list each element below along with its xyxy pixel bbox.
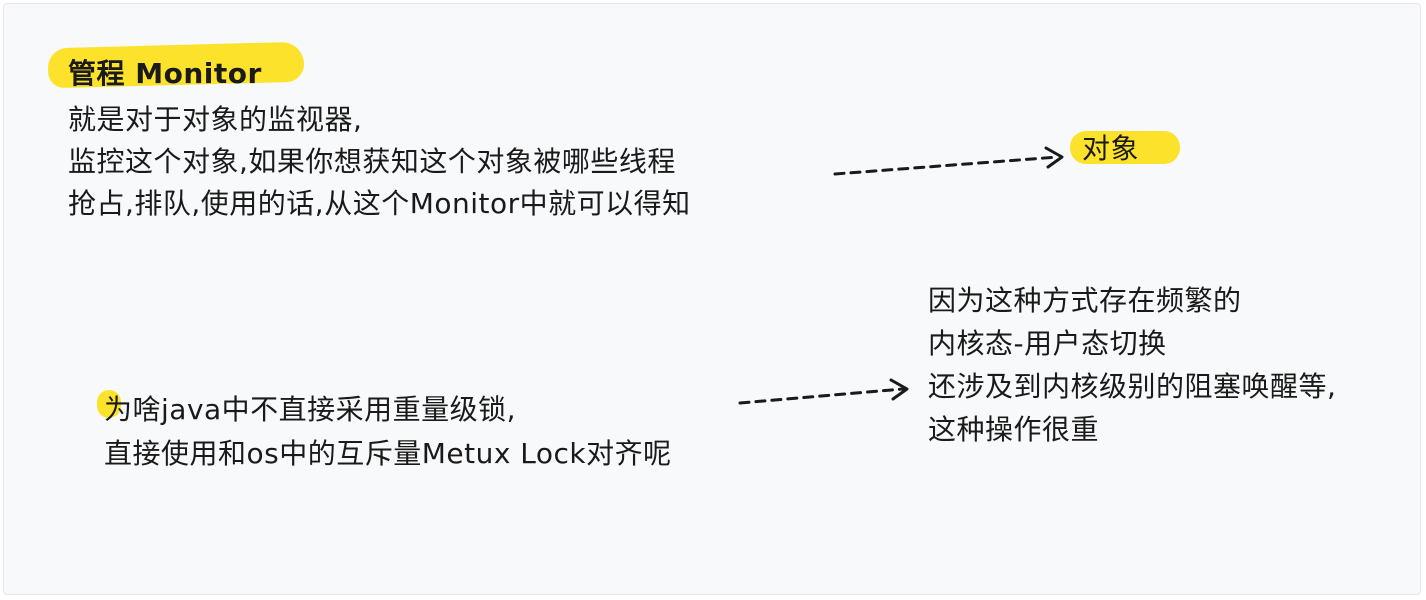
question-line-2: 直接使用和os中的互斥量Metux Lock对齐呢 bbox=[104, 437, 672, 470]
whiteboard-canvas bbox=[3, 3, 1421, 595]
monitor-desc-line-3: 抢占,排队,使用的话,从这个Monitor中就可以得知 bbox=[68, 187, 691, 220]
monitor-desc-line-2: 监控这个对象,如果你想获知这个对象被哪些线程 bbox=[68, 145, 676, 178]
answer-line-1: 因为这种方式存在频繁的 bbox=[928, 284, 1242, 317]
answer-line-2: 内核态-用户态切换 bbox=[928, 327, 1167, 360]
target-highlight bbox=[1070, 131, 1180, 164]
question-line-1: 为啥java中不直接采用重量级锁, bbox=[104, 393, 517, 426]
bullet-highlight bbox=[97, 390, 121, 418]
answer-line-3: 还涉及到内核级别的阻塞唤醒等, bbox=[928, 370, 1337, 403]
object-label: 对象 bbox=[1082, 132, 1140, 165]
answer-line-4: 这种操作很重 bbox=[928, 413, 1100, 446]
monitor-title: 管程 Monitor bbox=[68, 57, 262, 90]
monitor-desc-line-1: 就是对于对象的监视器, bbox=[68, 103, 363, 136]
